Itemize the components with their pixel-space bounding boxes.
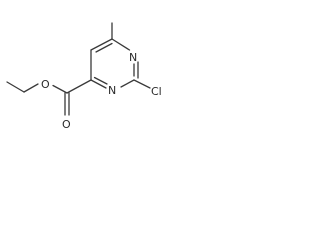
ring-nitrogen-lower-label: N xyxy=(108,84,116,97)
ester-carbon-bond xyxy=(66,79,92,94)
ring-bond-c5-c6 xyxy=(90,38,113,51)
ring-bond-n3-c4 xyxy=(90,79,107,89)
ring-bond-c5-c6-inner xyxy=(95,42,113,53)
ester-oxygen-label: O xyxy=(41,78,50,91)
chemical-structure-diagram: N N Cl O O xyxy=(6,22,162,131)
ring-bond-n3-c4-inner xyxy=(93,76,108,85)
chloro-bond xyxy=(133,79,151,89)
ring-nitrogen-upper-label: N xyxy=(129,51,137,64)
chlorine-label: Cl xyxy=(151,85,162,98)
ethyl-oxygen-bond xyxy=(23,83,39,93)
carbonyl-oxygen-label: O xyxy=(62,118,71,131)
ring-bond-c6-n1 xyxy=(111,38,131,51)
ethyl-bond xyxy=(6,81,25,93)
ester-oxygen-bond xyxy=(52,84,68,94)
ring-bond-c2-n3 xyxy=(120,79,135,88)
